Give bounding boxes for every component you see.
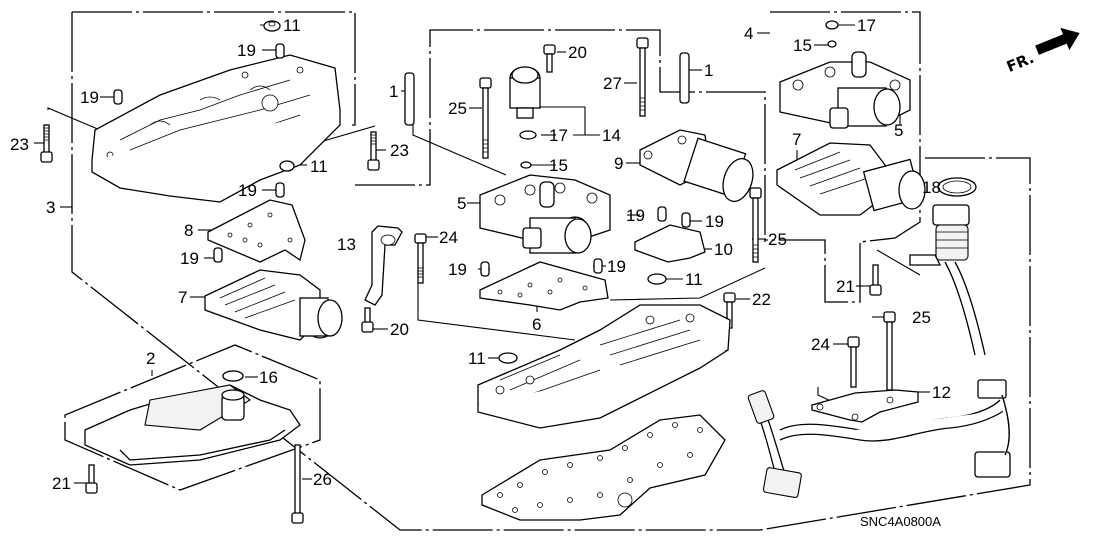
callout-15: 15 (549, 156, 568, 175)
bolt-26 (291, 444, 304, 524)
solenoid-valve-body-7-right (776, 142, 926, 216)
bolt-27 (636, 37, 649, 117)
callout-20: 20 (568, 43, 587, 62)
callout-8: 8 (184, 221, 193, 240)
bolt-23-left (40, 124, 53, 163)
bolt-25-right (749, 187, 762, 263)
callout-19: 19 (237, 41, 256, 60)
callout-24: 24 (439, 228, 458, 247)
boundary-harness (759, 157, 1031, 531)
callout-11: 11 (310, 157, 328, 176)
seal-11-lower (498, 352, 518, 364)
bolt-23-right (367, 131, 380, 171)
bolt-21-strainer (85, 464, 98, 494)
bolt-20-top (543, 44, 556, 73)
callout-19: 19 (607, 257, 626, 276)
callout-23: 23 (390, 141, 409, 160)
separator-plate-bottom (481, 414, 726, 521)
o-ring-16 (222, 370, 244, 382)
callout-19: 19 (705, 212, 724, 231)
callout-22: 22 (752, 290, 771, 309)
bolt-20-left (361, 307, 374, 333)
fr-label: FR. (1004, 49, 1037, 76)
dowel-1-right (679, 52, 690, 104)
callout-5: 5 (457, 194, 466, 213)
callout-11: 11 (685, 270, 703, 289)
bracket-13 (364, 225, 403, 306)
bolt-22 (723, 292, 736, 329)
solenoid-body-5-center (479, 174, 611, 254)
callout-17: 17 (857, 16, 876, 35)
callout-7: 7 (792, 130, 801, 149)
leader-lines (34, 24, 930, 484)
callout-10: 10 (714, 240, 733, 259)
callout-1: 1 (389, 82, 398, 101)
parts (40, 20, 1011, 524)
front-direction-indicator: FR. (1004, 27, 1080, 76)
bolt-25-center (479, 77, 492, 159)
callout-14: 14 (602, 126, 621, 145)
separator-plate-10 (634, 224, 706, 263)
front-arrow-icon (1035, 27, 1080, 55)
dowel-1-left (404, 72, 415, 126)
callout-12: 12 (932, 383, 951, 402)
callout-23: 23 (10, 135, 29, 154)
callout-20: 20 (390, 320, 409, 339)
seal-11-mid (279, 160, 295, 172)
callout-11: 11 (468, 349, 486, 368)
solenoid-body-5-right (779, 20, 911, 129)
callout-7: 7 (178, 288, 187, 307)
callout-19: 19 (238, 181, 257, 200)
boundary-3 (72, 11, 356, 126)
drawing-code: SNC4A0800A (860, 514, 941, 529)
callout-18: 18 (922, 178, 941, 197)
callout-6: 6 (532, 315, 541, 334)
bolt-24-left (414, 233, 427, 284)
separator-plate-6 (479, 261, 609, 311)
solenoid-valve-body-7-left (204, 269, 343, 341)
callout-1: 1 (704, 61, 713, 80)
callout-11: 11 (283, 16, 301, 35)
callout-3: 3 (46, 198, 55, 217)
bolt-21-right (869, 264, 882, 296)
callout-13: 13 (337, 235, 356, 254)
callout-9: 9 (614, 154, 623, 173)
atf-strainer (84, 370, 301, 466)
wire-harness (747, 204, 1011, 499)
seal-11-center (647, 273, 667, 285)
upper-valve-body (91, 54, 341, 203)
callout-17: 17 (549, 126, 568, 145)
callout-26: 26 (313, 470, 332, 489)
callout-27: 27 (603, 74, 622, 93)
callout-24: 24 (811, 335, 830, 354)
callout-15: 15 (793, 36, 812, 55)
plate-holes (497, 422, 703, 513)
callout-labels: 11 19 19 23 11 23 3 19 8 19 13 24 7 20 2… (10, 16, 951, 493)
callout-19: 19 (180, 249, 199, 268)
callout-25: 25 (768, 230, 787, 249)
bolt-25-harness (883, 311, 896, 391)
callout-19: 19 (448, 260, 467, 279)
callout-21: 21 (836, 277, 855, 296)
callout-2: 2 (146, 349, 155, 368)
callout-25: 25 (912, 308, 931, 327)
shift-solenoid-9 (639, 129, 754, 203)
boundary-2 (64, 344, 321, 491)
callout-5: 5 (894, 121, 903, 140)
main-valve-body (477, 304, 731, 429)
callout-19: 19 (80, 88, 99, 107)
callout-21: 21 (52, 474, 71, 493)
boundary-3-right (355, 29, 766, 242)
linear-solenoid-14 (509, 66, 541, 169)
callout-4: 4 (744, 24, 753, 43)
boundary-4 (765, 11, 921, 303)
bolt-24-right (847, 336, 860, 388)
callout-25: 25 (448, 99, 467, 118)
separator-plate-8 (207, 199, 306, 263)
callout-16: 16 (259, 368, 278, 387)
callout-19: 19 (626, 206, 645, 225)
